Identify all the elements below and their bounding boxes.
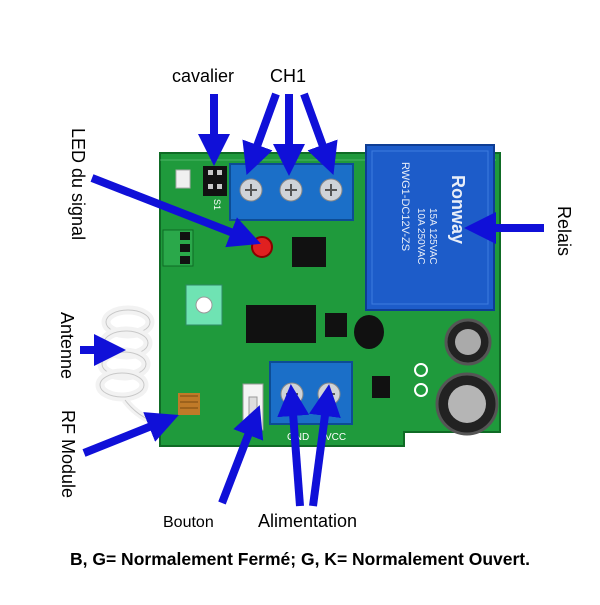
rf-module — [162, 229, 223, 415]
arrow-rf-module — [82, 412, 179, 457]
arrow-ch1-right — [300, 92, 338, 176]
relay: Ronway RWG1-DC12V-ZS 15A 125VAC 10A 250V… — [365, 144, 495, 311]
label-bouton: Bouton — [163, 514, 214, 531]
label-led: LED du signal — [68, 128, 88, 241]
arrow-alim-right — [309, 384, 341, 507]
label-relais: Relais — [554, 206, 574, 257]
label-alimentation: Alimentation — [258, 511, 358, 531]
relay-rating-1: 15A 125VAC — [427, 208, 438, 265]
vcc-mark: VCC — [325, 432, 346, 443]
signal-led — [251, 236, 273, 258]
relay-model: RWG1-DC12V-ZS — [399, 162, 411, 251]
antenna-coil — [95, 305, 166, 429]
label-antenne: Antenne — [57, 312, 77, 380]
caption: B, G= Normalement Fermé; G, K= Normaleme… — [70, 549, 530, 569]
ch1-terminal-block — [229, 163, 354, 221]
s1-mark: S1 — [212, 199, 222, 210]
capacitors — [414, 318, 499, 436]
relay-brand: Ronway — [448, 175, 468, 244]
arrow-led — [90, 174, 261, 248]
ic-chips — [246, 237, 390, 398]
relay-rating-2: 10A 250VAC — [415, 208, 426, 265]
jumper-header: S1 — [175, 166, 227, 210]
arrow-bouton — [218, 405, 264, 505]
label-rf-module: RF Module — [58, 410, 78, 499]
label-cavalier: cavalier — [172, 66, 235, 86]
arrow-ch1-left — [242, 92, 280, 176]
arrow-alim-left — [277, 384, 310, 507]
label-ch1: CH1 — [270, 66, 307, 86]
callout-arrows — [80, 92, 544, 507]
